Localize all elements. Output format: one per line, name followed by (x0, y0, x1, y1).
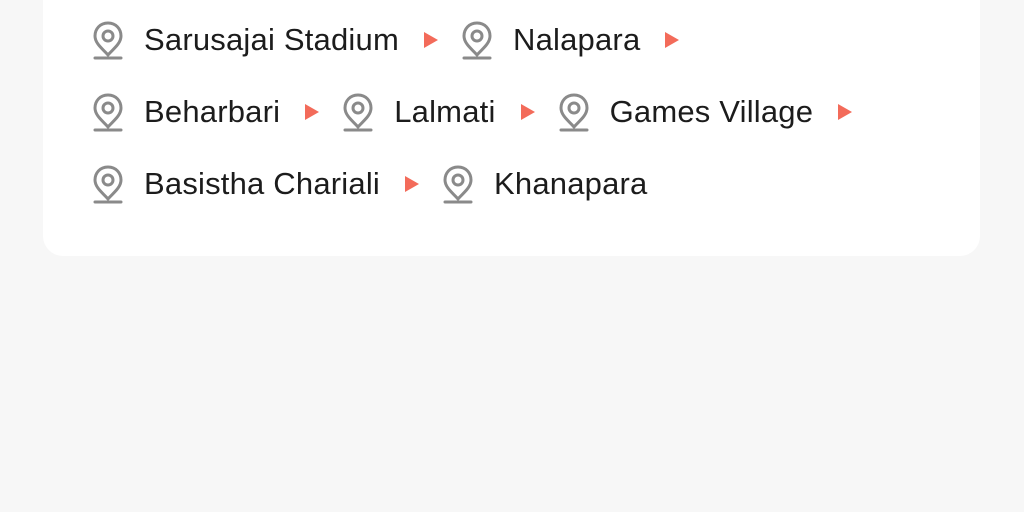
triangle-right-icon (404, 175, 420, 193)
stop-label: Sarusajai Stadium (144, 22, 399, 57)
route-stop[interactable]: Khanapara (440, 163, 648, 205)
route-row: Beharbari Lalmati Games Village (90, 76, 970, 148)
map-pin-icon (340, 91, 376, 133)
triangle-right-icon (423, 31, 439, 49)
map-pin-icon (440, 163, 476, 205)
triangle-right-icon (520, 103, 536, 121)
stop-label: Basistha Chariali (144, 166, 381, 201)
route-stop[interactable]: Sarusajai Stadium (90, 19, 399, 61)
map-pin-icon (90, 163, 126, 205)
route-row: Sarusajai Stadium Nalapara (90, 4, 970, 76)
map-pin-icon (90, 19, 126, 61)
route-stop[interactable]: Basistha Chariali (90, 163, 380, 205)
map-pin-icon (556, 91, 592, 133)
route-stops-list: Sarusajai Stadium Nalapara Beharbari (90, 0, 970, 220)
stop-label: Games Village (609, 94, 814, 129)
stop-label: Beharbari (144, 94, 281, 129)
route-stop[interactable]: Nalapara (459, 19, 640, 61)
route-card (43, 0, 980, 256)
route-row: Basistha Chariali Khanapara (90, 148, 970, 220)
route-stop[interactable]: Lalmati (340, 91, 495, 133)
route-stop[interactable]: Games Village (556, 91, 814, 133)
stop-label: Khanapara (494, 166, 648, 201)
triangle-right-icon (837, 103, 853, 121)
triangle-right-icon (304, 103, 320, 121)
stop-label: Lalmati (394, 94, 496, 129)
map-pin-icon (459, 19, 495, 61)
stop-label: Nalapara (512, 22, 641, 57)
route-stop[interactable]: Beharbari (90, 91, 280, 133)
triangle-right-icon (664, 31, 680, 49)
map-pin-icon (90, 91, 126, 133)
